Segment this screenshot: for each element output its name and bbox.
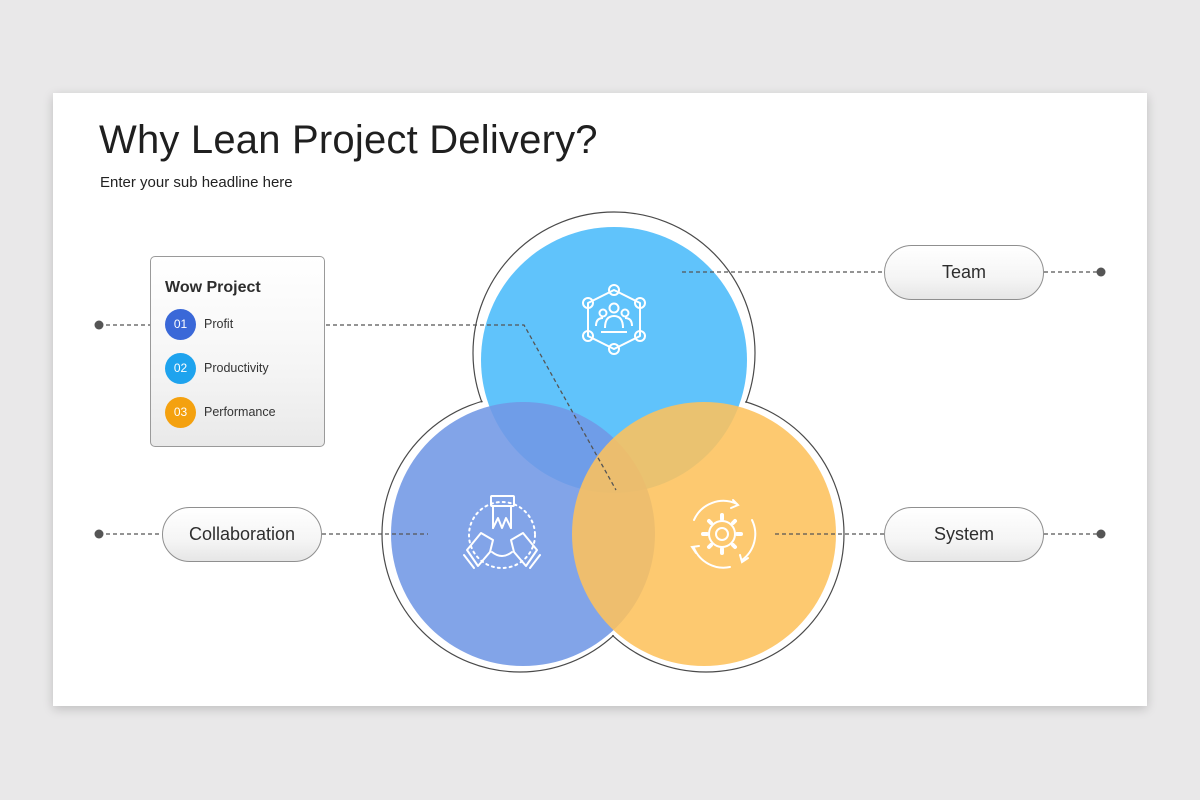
card-item-performance: 03 Performance (165, 396, 276, 428)
label-collaboration: Collaboration (162, 507, 322, 562)
card-title: Wow Project (165, 279, 261, 296)
card-number-badge: 01 (165, 308, 196, 340)
connector-dots (94, 267, 1106, 539)
page-title: Why Lean Project Delivery? (99, 118, 598, 162)
label-system: System (884, 507, 1044, 562)
card-item-label: Performance (204, 405, 276, 419)
page-subtitle: Enter your sub headline here (100, 174, 293, 191)
label-team: Team (884, 245, 1044, 300)
info-card: Wow Project 01 Profit 02 Productivity 03… (150, 256, 325, 447)
connector-lines (99, 271, 1101, 535)
teamwork-hands-icon (463, 495, 541, 569)
card-item-label: Productivity (204, 361, 269, 375)
team-network-icon (582, 284, 646, 355)
gear-cycle-icon (690, 499, 757, 569)
card-number-badge: 02 (165, 352, 196, 384)
card-item-productivity: 02 Productivity (165, 352, 269, 384)
card-item-profit: 01 Profit (165, 308, 234, 340)
card-number-badge: 03 (165, 396, 196, 428)
card-item-label: Profit (204, 317, 234, 331)
